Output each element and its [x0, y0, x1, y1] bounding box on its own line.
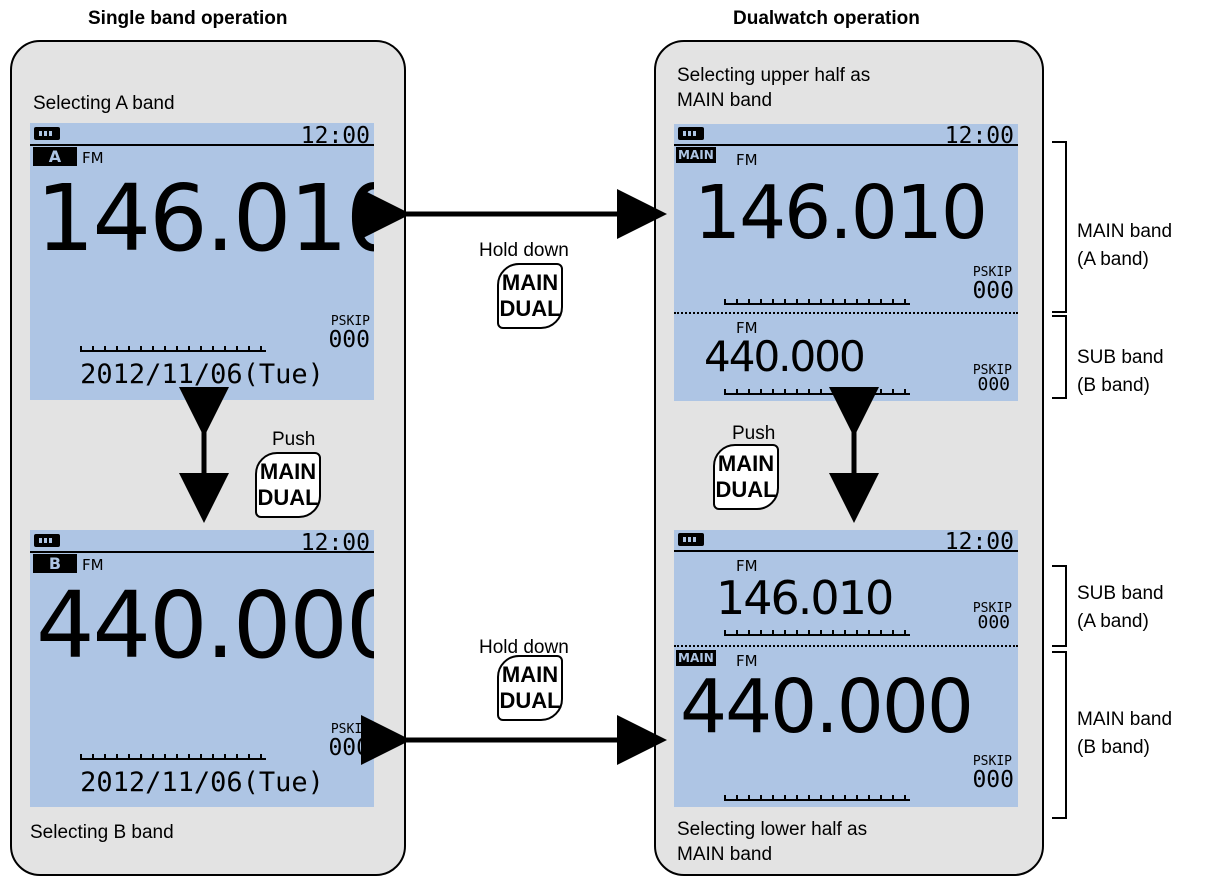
band-a-tag: A: [33, 147, 77, 166]
caption-lower-main: Selecting lower half as MAIN band: [677, 817, 867, 867]
battery-icon: [678, 127, 704, 140]
pskip-label: PSKIP: [972, 265, 1012, 280]
s-meter: [724, 296, 910, 305]
pskip-value: 000: [977, 612, 1010, 633]
caption-upper-main: Selecting upper half as MAIN band: [677, 63, 870, 113]
main-dual-key-right: MAIN DUAL: [713, 444, 779, 510]
label-sub-band-a-line2: (A band): [1077, 611, 1149, 632]
label-sub-band-a-line1: SUB band: [1077, 583, 1164, 604]
label-sub-band-a: SUB band (A band): [1077, 580, 1164, 636]
pskip-value: 000: [328, 327, 370, 353]
status-divider: [674, 550, 1018, 552]
frequency-a: 146.010: [36, 165, 374, 272]
push-label-left: Push: [272, 429, 316, 450]
main-tag: MAIN: [676, 650, 716, 666]
mode-label: FM: [736, 652, 758, 670]
key-main-text: MAIN: [717, 451, 775, 476]
caption-lower-main-text: Selecting lower half as MAIN band: [677, 819, 868, 865]
battery-icon: [34, 127, 60, 140]
bracket-sub-a: [1052, 565, 1067, 647]
band-divider: [674, 645, 1018, 647]
key-main-text: MAIN: [501, 270, 559, 295]
label-main-band-b: MAIN band (B band): [1077, 706, 1172, 762]
band-divider: [674, 312, 1018, 314]
label-main-band-a-line1: MAIN band: [1077, 221, 1173, 242]
pskip-value: 000: [328, 735, 370, 761]
s-meter: [80, 343, 266, 352]
date: 2012/11/06(Tue): [80, 359, 324, 390]
mode-label: FM: [736, 557, 758, 575]
key-main-text: MAIN: [501, 662, 559, 687]
lcd-single-b: 12:00 B FM 440.000 PSKIP 000 2012/11/06(…: [30, 530, 374, 807]
frequency-b: 440.000: [36, 572, 374, 679]
hold-down-label-top: Hold down: [479, 240, 569, 261]
label-main-band-b-line2: (B band): [1077, 737, 1150, 758]
lcd-single-a: 12:00 A FM 146.010 PSKIP 000 2012/11/06(…: [30, 123, 374, 400]
key-dual-text: DUAL: [257, 485, 319, 510]
band-b-tag: B: [33, 554, 77, 573]
battery-icon: [678, 533, 704, 546]
label-main-band-b-line1: MAIN band: [1077, 709, 1173, 730]
heading-dualwatch: Dualwatch operation: [733, 8, 920, 29]
label-main-band-a-line2: (A band): [1077, 249, 1149, 270]
status-divider: [674, 144, 1018, 146]
status-divider: [30, 551, 374, 553]
pskip-label: PSKIP: [330, 314, 370, 329]
mode-label: FM: [736, 151, 758, 169]
frequency-main-b: 440.000: [680, 664, 974, 750]
pskip-label: PSKIP: [972, 601, 1012, 616]
s-meter: [724, 792, 910, 801]
caption-select-b: Selecting B band: [30, 822, 174, 843]
bracket-main-a: [1052, 141, 1067, 313]
key-main-text: MAIN: [259, 459, 317, 484]
bracket-main-b: [1052, 651, 1067, 819]
mode-label: FM: [736, 319, 758, 337]
main-dual-key-top: MAIN DUAL: [497, 263, 563, 329]
key-dual-text: DUAL: [499, 688, 561, 713]
hold-down-label-bottom: Hold down: [479, 637, 569, 658]
push-label-right: Push: [732, 423, 776, 444]
frequency-main-a: 146.010: [694, 170, 988, 256]
label-sub-band-b: SUB band (B band): [1077, 344, 1164, 400]
pskip-value: 000: [972, 278, 1014, 304]
mode-label: FM: [82, 556, 104, 574]
s-meter: [724, 627, 910, 636]
battery-icon: [34, 534, 60, 547]
lcd-dual-upper-main: 12:00 MAIN FM 146.010 PSKIP 000 FM 440.0…: [674, 124, 1018, 401]
label-sub-band-b-line1: SUB band: [1077, 347, 1164, 368]
main-dual-key-left: MAIN DUAL: [255, 452, 321, 518]
bracket-sub-b: [1052, 315, 1067, 399]
date: 2012/11/06(Tue): [80, 767, 324, 798]
label-main-band-a: MAIN band (A band): [1077, 218, 1172, 274]
pskip-label: PSKIP: [972, 363, 1012, 378]
main-tag: MAIN: [676, 147, 716, 163]
main-dual-key-bottom: MAIN DUAL: [497, 655, 563, 721]
heading-single-band: Single band operation: [88, 8, 288, 29]
pskip-value: 000: [972, 767, 1014, 793]
mode-label: FM: [82, 149, 104, 167]
frequency-sub-a: 146.010: [716, 571, 894, 625]
pskip-label: PSKIP: [330, 722, 370, 737]
status-divider: [30, 144, 374, 146]
lcd-dual-lower-main: 12:00 FM 146.010 PSKIP 000 MAIN FM 440.0…: [674, 530, 1018, 807]
s-meter: [724, 386, 910, 395]
pskip-label: PSKIP: [972, 754, 1012, 769]
frequency-sub-b: 440.000: [704, 332, 866, 381]
caption-select-a: Selecting A band: [33, 93, 175, 114]
label-sub-band-b-line2: (B band): [1077, 375, 1150, 396]
s-meter: [80, 751, 266, 760]
key-dual-text: DUAL: [499, 296, 561, 321]
pskip-value: 000: [977, 374, 1010, 395]
caption-upper-main-text: Selecting upper half as MAIN band: [677, 65, 871, 111]
key-dual-text: DUAL: [715, 477, 777, 502]
